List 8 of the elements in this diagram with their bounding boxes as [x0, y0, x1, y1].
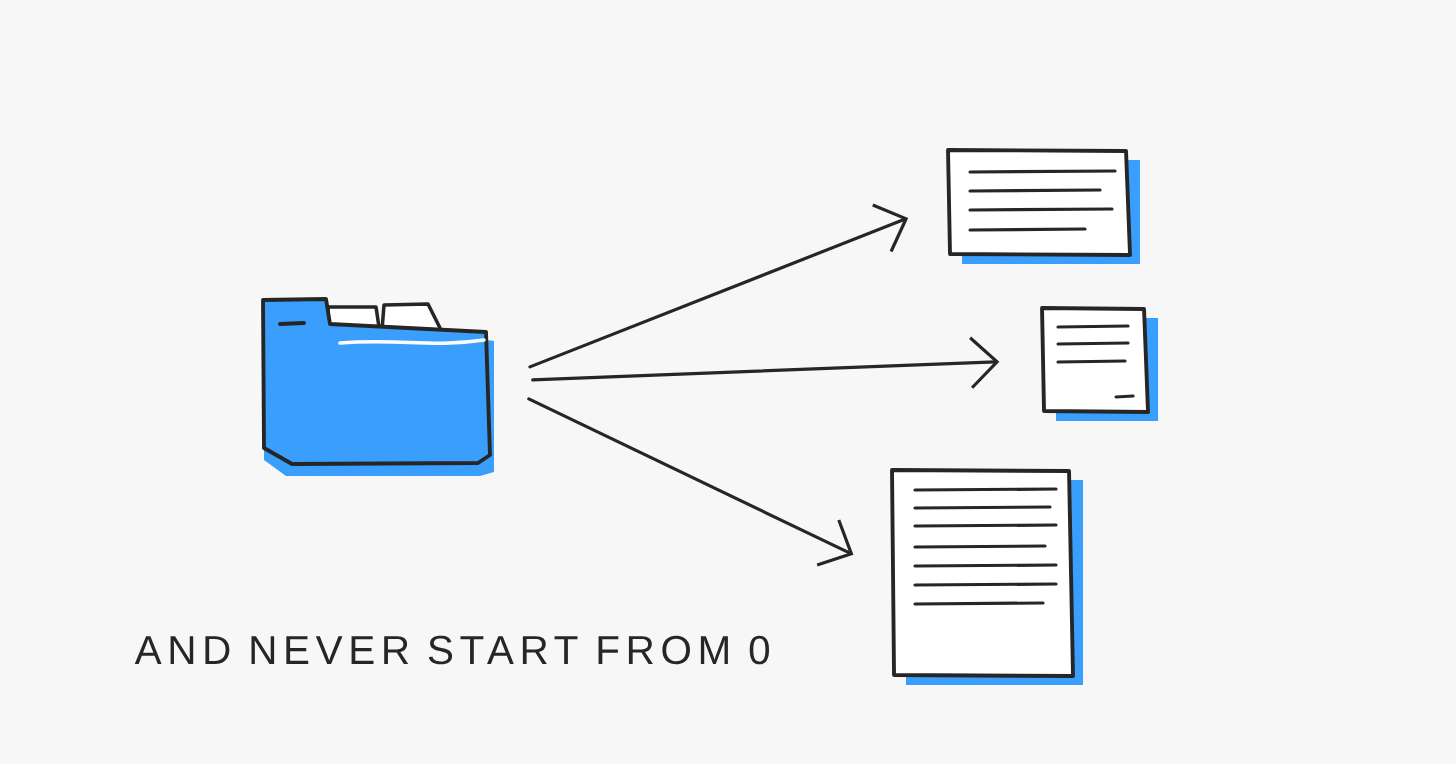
- document-drawing: [890, 468, 1083, 685]
- document-drawing: [1040, 306, 1159, 421]
- arrow: [527, 397, 854, 567]
- caption-text: AND NEVER START FROM 0: [134, 635, 769, 665]
- arrow: [531, 336, 1000, 389]
- folder-drawing: [261, 297, 494, 476]
- arrow: [528, 203, 909, 369]
- document-drawing: [946, 148, 1140, 264]
